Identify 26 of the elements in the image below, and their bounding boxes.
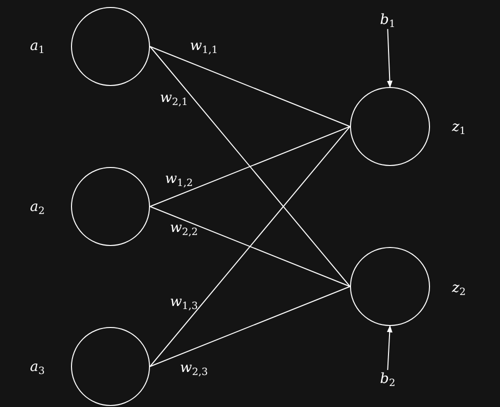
variable-label: a$_{2}$ (30, 198, 45, 216)
arrow (386, 325, 392, 370)
weight-label: w$_{2,2}$ (170, 219, 198, 237)
connection-line (150, 46, 350, 127)
weight-label: w$_{1,1}$ (190, 37, 218, 55)
connection-line (150, 126, 350, 367)
connection-line (150, 46, 350, 287)
variable-label: a$_{1}$ (30, 37, 45, 55)
neuron-circle (71, 167, 150, 246)
bias-label: b$_{2}$ (380, 370, 396, 388)
connection-line (150, 126, 350, 207)
weight-label: w$_{2,1}$ (160, 89, 188, 107)
variable-label: z$_{2}$ (452, 279, 466, 297)
neuron-circle (71, 7, 150, 86)
weight-label: w$_{2,3}$ (180, 359, 208, 377)
neuron-circle (71, 327, 150, 406)
arrow (386, 28, 393, 88)
connection-line (150, 286, 350, 367)
neuron-circle (350, 87, 430, 166)
bias-label: b$_{1}$ (380, 11, 396, 29)
neuron-circle (350, 247, 430, 326)
connection-line (150, 206, 350, 287)
variable-label: a$_{3}$ (30, 358, 45, 376)
weight-label: w$_{1,2}$ (165, 170, 193, 188)
weight-label: w$_{1,3}$ (170, 293, 198, 311)
variable-label: z$_{1}$ (452, 118, 466, 136)
